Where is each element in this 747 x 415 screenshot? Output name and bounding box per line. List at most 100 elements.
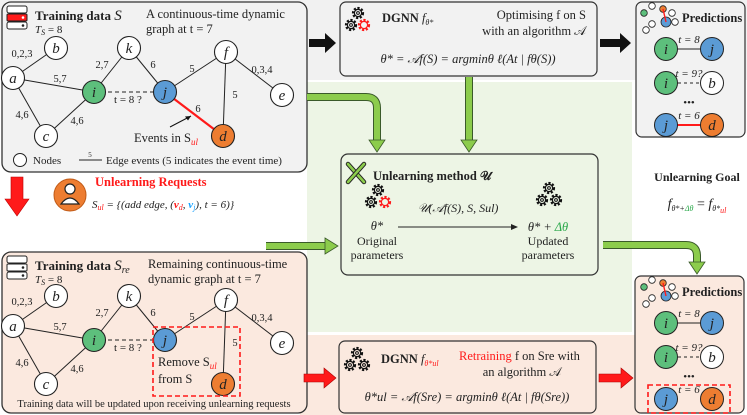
network-icon — [640, 276, 679, 308]
node-label-b: b — [52, 289, 60, 305]
training-data-title: Training data S — [35, 8, 122, 24]
remove-label: Remove Sul — [158, 355, 217, 371]
edge-j-d — [164, 91, 224, 137]
dgnn-bottom-desc1: Retraining f on Sre with — [459, 349, 581, 363]
legend-node-icon — [13, 153, 27, 167]
pred-node-label: j — [708, 42, 714, 58]
node-f — [213, 39, 239, 65]
pred-node-label: j — [708, 316, 714, 332]
edge-time-label: 0,2,3 — [12, 297, 33, 308]
ts-label: TS = 8 — [35, 274, 63, 287]
node-i — [81, 79, 107, 105]
database-icon — [6, 255, 28, 280]
legend-edge-time: 5 — [88, 151, 92, 159]
gears-icon — [344, 6, 371, 32]
edge-time-label: 5 — [189, 312, 194, 323]
green-arrows — [266, 77, 701, 262]
edge-time-label: 5 — [232, 338, 237, 349]
dgnn-top-title: DGNN fθ* — [382, 11, 433, 27]
pred-node-i — [654, 311, 678, 335]
remaining-description-line1: Remaining continuous-time — [148, 257, 288, 271]
node-f — [213, 287, 239, 313]
pred-node-label: i — [664, 42, 668, 58]
ts-label: TS = 8 — [35, 24, 63, 37]
pred-node-label: d — [708, 118, 716, 134]
pred-node-j — [654, 113, 678, 137]
dgnn-bottom-title: DGNN fθ*ul — [381, 352, 439, 368]
edge-time-label: 4,6 — [70, 116, 83, 127]
red-arrow-to-dgnn — [303, 367, 337, 389]
pred-node-label: j — [662, 118, 668, 134]
pred-node-i — [654, 37, 678, 61]
query-time-label: t = 8 ? — [114, 342, 142, 354]
pred-node-label: i — [664, 316, 668, 332]
node-k — [116, 283, 142, 309]
user-icon — [53, 178, 87, 212]
node-label-j: j — [161, 333, 167, 349]
database-icon — [6, 5, 28, 30]
node-b — [43, 35, 69, 61]
original-theta: θ* — [371, 219, 384, 233]
node-k — [116, 35, 142, 61]
unlearning-requests-formula: Sul = {(add edge, (vd, vj), t = 6)} — [92, 199, 235, 212]
edge-time-label: 2,7 — [95, 60, 108, 71]
query-time-label: t = 8 ? — [114, 94, 142, 106]
pred-node-label: j — [662, 392, 668, 408]
node-label-i: i — [92, 333, 96, 349]
predictions-title: Predictions — [682, 285, 742, 299]
edge-time-label: 4,6 — [70, 364, 83, 375]
pred-node-i — [654, 71, 678, 95]
edge-time-label: 0,3,4 — [252, 313, 274, 324]
legend-nodes: Nodes — [33, 155, 61, 167]
node-label-e: e — [279, 336, 286, 352]
pred-time-label: t = 8 — [678, 34, 700, 46]
remaining-description-line2: dynamic graph at t = 7 — [148, 272, 261, 286]
node-label-a: a — [9, 319, 17, 335]
dgnn-top-desc2: with an algorithm 𝒜 — [482, 24, 588, 38]
removed-events-box — [152, 326, 241, 397]
red-down-arrow — [4, 176, 30, 217]
pred-node-label: b — [708, 350, 716, 366]
node-j — [152, 79, 178, 105]
edge-time-label: 5 — [232, 90, 237, 101]
unlearning-method-box — [340, 153, 599, 276]
events-label: Events in Sul — [134, 131, 198, 147]
dgnn-bottom-formula: θ*ul = 𝒜f(Sre) = argminθ ℓ(At | fθ(Sre)) — [365, 390, 570, 404]
graph-description-line2: graph at t = 7 — [146, 22, 213, 36]
unlearning-arrowhead — [511, 224, 518, 230]
original-label1: Original — [357, 234, 398, 248]
node-label-e: e — [279, 88, 286, 104]
edge-time-label: 6 — [150, 308, 155, 319]
edge-time-label: 5,7 — [53, 322, 66, 333]
node-label-f: f — [224, 293, 230, 309]
pred-node-label: i — [664, 76, 668, 92]
tools-icon — [345, 161, 367, 185]
unlearning-operator: 𝒰(𝒜f(S), S, Sul) — [418, 201, 499, 215]
dgnn-bottom-desc2: an algorithm 𝒜 — [483, 365, 564, 379]
node-e — [269, 82, 295, 108]
removed-prediction-box — [647, 384, 731, 414]
unlearning-goal-formula: fθ*+Δθ = fθ*ul — [668, 197, 728, 215]
edge-a-i — [12, 77, 95, 93]
updated-theta: θ* + Δθ — [528, 220, 568, 234]
node-label-k: k — [126, 41, 133, 57]
unlearning-requests-title: Unlearning Requests — [95, 175, 207, 189]
edge-f-d — [222, 299, 227, 385]
pred-time-label: t = 9? — [676, 68, 703, 80]
node-i — [81, 327, 107, 353]
pred-time-label: t = 6 — [678, 110, 700, 122]
edge-j-f — [164, 51, 227, 93]
legend-edges: Edge events (5 indicates the event time) — [106, 155, 282, 167]
pred-node-j — [654, 387, 678, 411]
red-arrow-to-predictions — [598, 367, 634, 389]
pred-ellipsis: ••• — [683, 371, 695, 383]
pred-ellipsis: ••• — [683, 97, 695, 109]
pred-node-d — [700, 387, 724, 411]
remaining-data-title: Training data Sre — [35, 258, 130, 276]
node-a — [0, 313, 26, 339]
dgnn-top-desc1: Optimising f on S — [497, 8, 586, 22]
dgnn-bottom-box — [338, 340, 597, 414]
